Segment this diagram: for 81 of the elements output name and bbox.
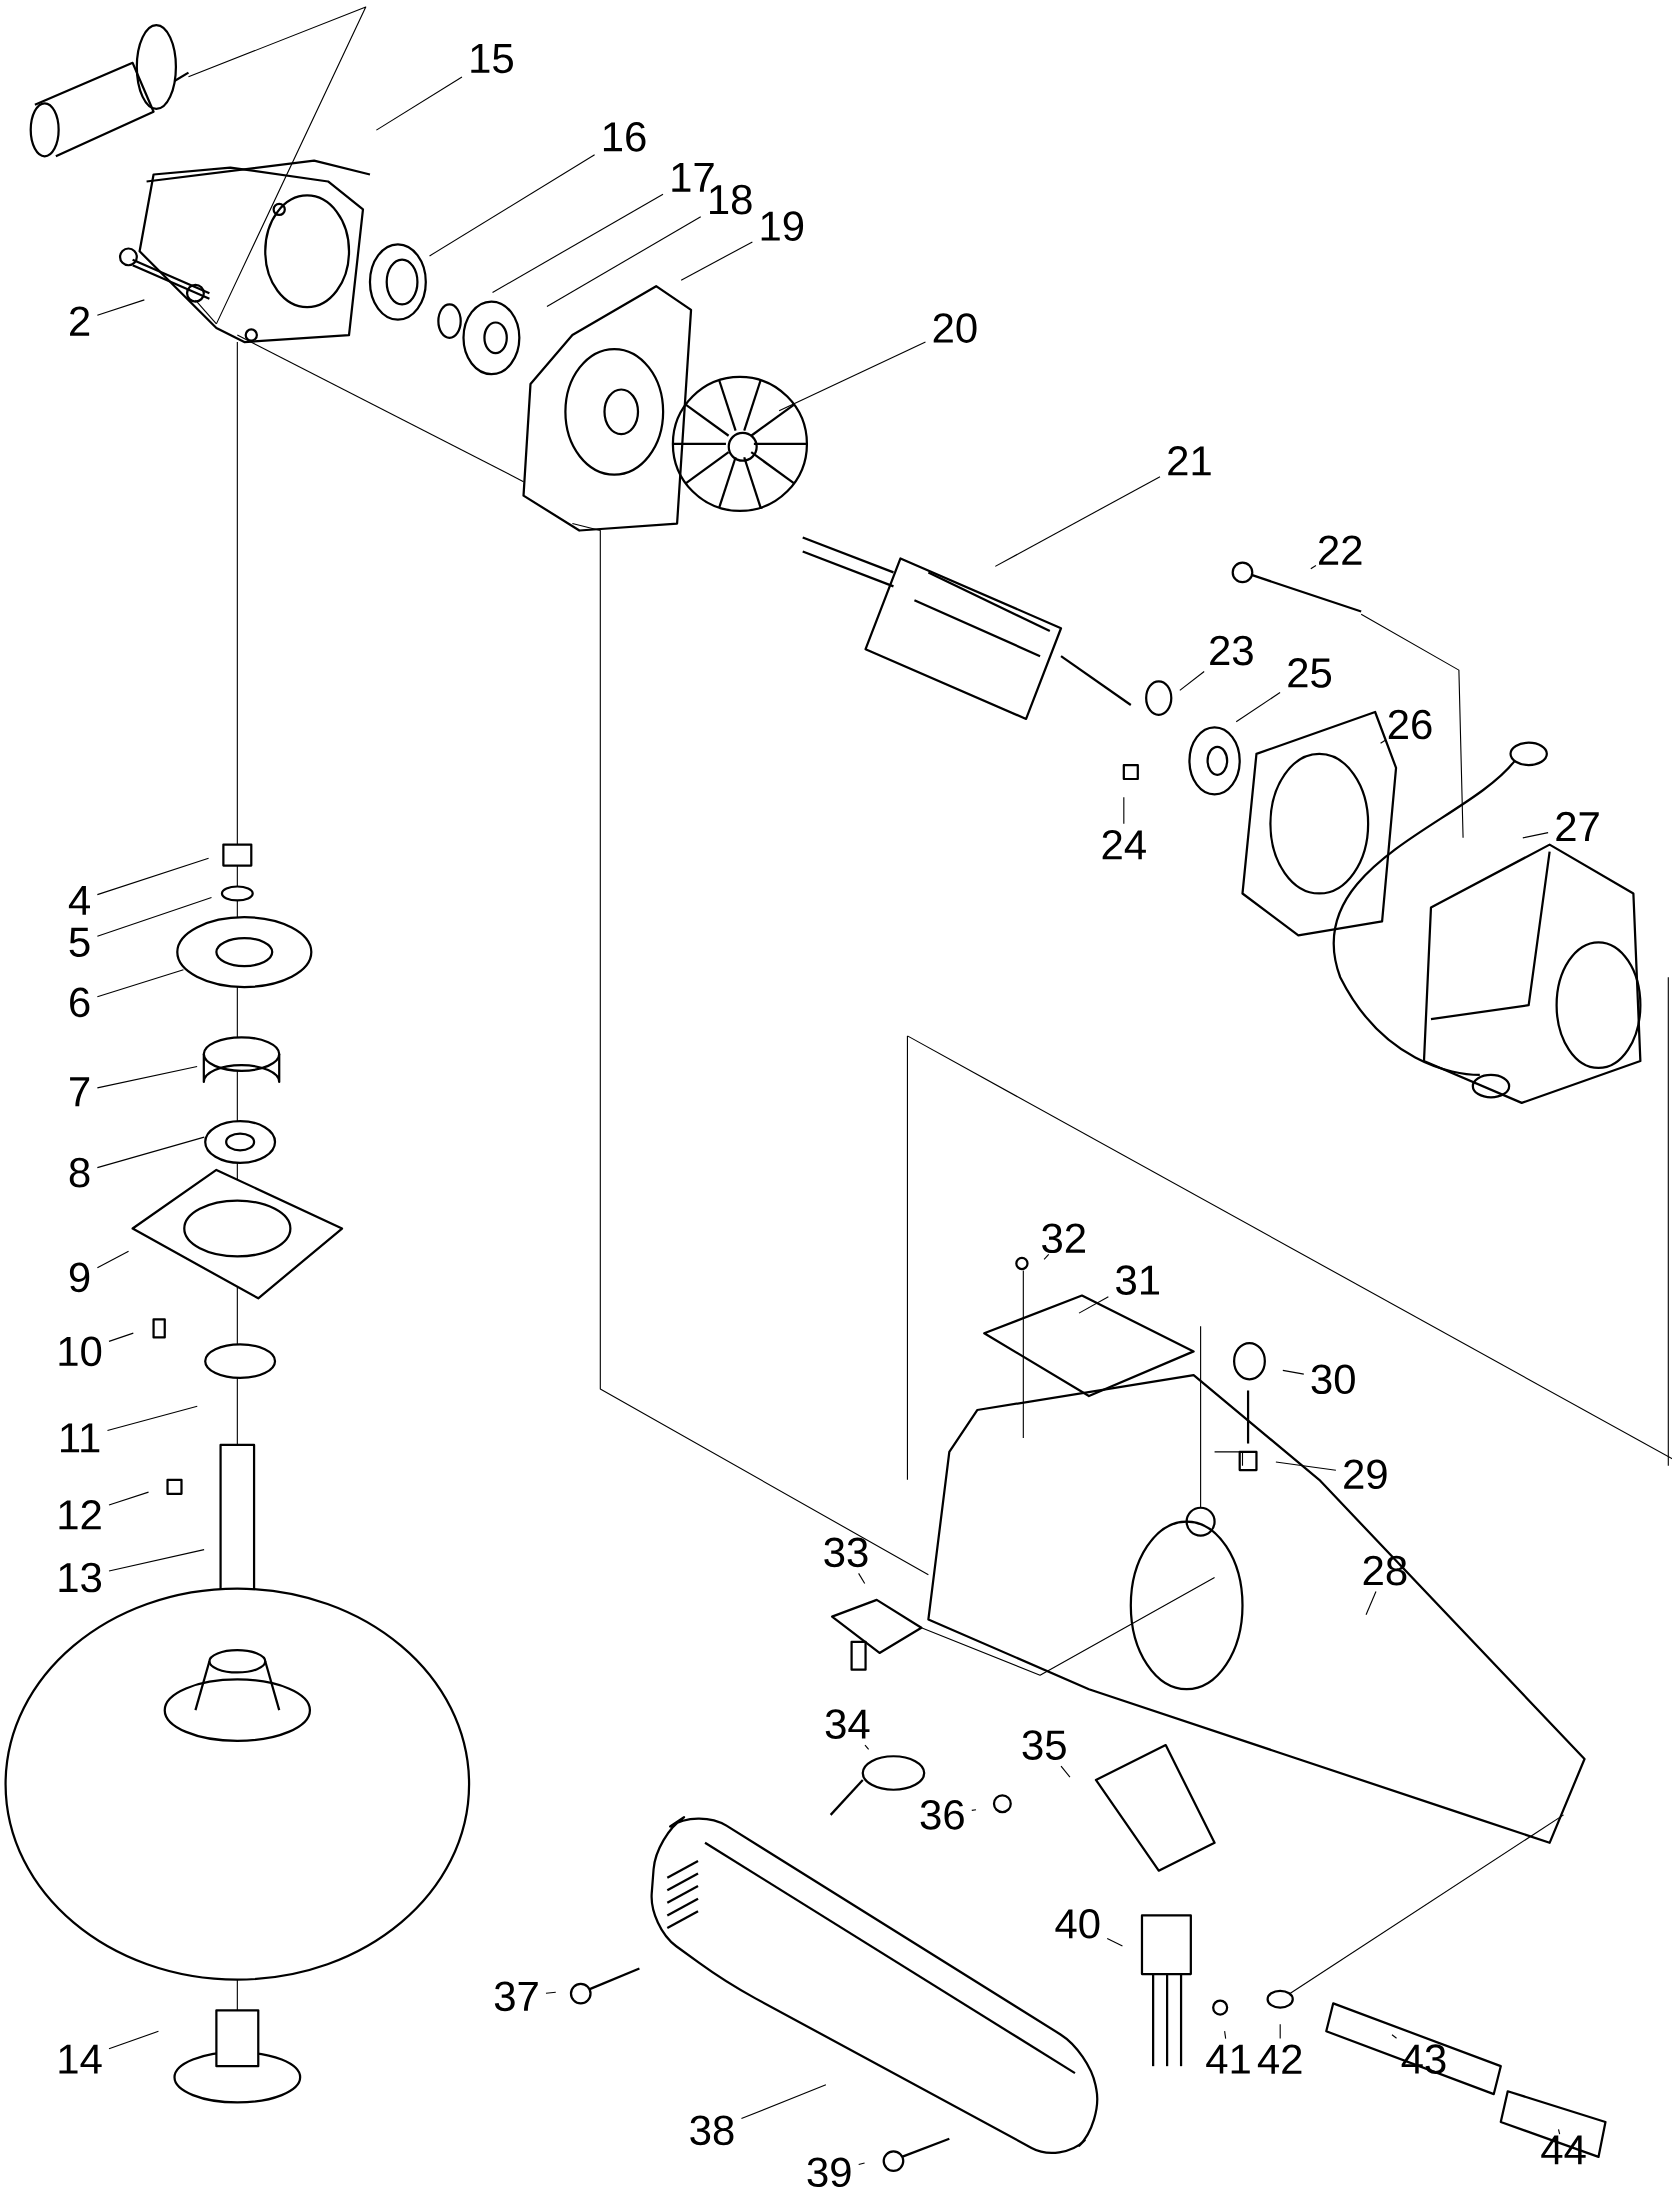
leader-line (96, 896, 212, 937)
leader-line (96, 299, 145, 316)
leader-line (96, 1065, 198, 1089)
leader-line (96, 969, 184, 998)
callout-number: 19 (761, 211, 803, 241)
callout-number: 38 (690, 2115, 734, 2146)
leader-line (1522, 832, 1549, 839)
leader-line (680, 241, 753, 281)
callout-number: 42 (1257, 2044, 1302, 2074)
callout-number: 32 (1041, 1223, 1085, 1254)
callout-number: 39 (807, 2157, 851, 2188)
leader-line (108, 1332, 134, 1342)
callout-number: 37 (494, 1981, 538, 2012)
leader-line (1060, 1765, 1071, 1778)
callout-number: 4 (68, 886, 90, 915)
callout-number: 35 (1022, 1730, 1066, 1760)
leader-line (108, 1549, 205, 1572)
callout-number: 22 (1318, 535, 1362, 565)
callout-number: 25 (1288, 658, 1331, 688)
leader-line (96, 1250, 129, 1269)
leader-line (994, 476, 1161, 567)
callout-number: 23 (1209, 635, 1253, 666)
callout-number: 15 (471, 44, 513, 74)
callout-number: 8 (69, 1157, 90, 1188)
leader-line (740, 2084, 827, 2120)
leader-line (1391, 2034, 1397, 2039)
callout-number: 13 (59, 1562, 101, 1593)
leader-line (428, 154, 595, 257)
leader-line (546, 216, 702, 307)
callout-number: 34 (825, 1709, 870, 1739)
leader-line (96, 857, 209, 896)
leader-line (1106, 1937, 1123, 1947)
leader-line (1223, 2030, 1226, 2040)
callout-number: 14 (59, 2044, 102, 2074)
callout-number: 12 (59, 1500, 101, 1530)
leader-line (491, 193, 664, 294)
callout-number: 40 (1055, 1908, 1100, 1939)
callout-number: 44 (1541, 2135, 1586, 2165)
leader-line (108, 2030, 159, 2050)
leader-line (1379, 739, 1387, 744)
leader-line (1235, 691, 1281, 723)
leader-line (1123, 796, 1125, 825)
leader-line (1279, 2023, 1281, 2039)
callout-number: 30 (1311, 1364, 1355, 1395)
leader-line (857, 1572, 866, 1585)
leader-line (108, 1491, 149, 1506)
callout-number: 27 (1556, 811, 1599, 842)
leader-line (857, 2162, 865, 2166)
callout-number: 26 (1388, 709, 1432, 740)
leader-line (1179, 670, 1205, 691)
leader-line (971, 1809, 977, 1811)
leader-line (1310, 565, 1317, 570)
leader-line (1557, 2128, 1560, 2135)
callout-number: 9 (69, 1262, 89, 1293)
leader-line (778, 341, 926, 412)
callout-number: 7 (69, 1077, 89, 1107)
leader-line (545, 1991, 557, 1994)
leader-line (1078, 1296, 1109, 1314)
leader-line (1365, 1591, 1377, 1616)
leader-line (864, 1744, 869, 1750)
callout-number: 29 (1343, 1459, 1387, 1490)
callout-number: 24 (1102, 830, 1146, 860)
callout-number: 36 (920, 1800, 964, 1830)
leader-line (106, 1405, 198, 1431)
leader-line (1282, 1369, 1305, 1375)
callout-number: 5 (69, 927, 90, 957)
callout-number: 20 (933, 313, 977, 343)
callout-number: 6 (69, 987, 90, 1018)
callout-number: 10 (59, 1336, 101, 1367)
callout-number: 21 (1168, 446, 1211, 476)
callout-number: 2 (69, 306, 89, 336)
leader-line (375, 76, 463, 131)
callout-number: 33 (824, 1537, 868, 1568)
callout-number: 28 (1363, 1555, 1407, 1586)
leader-line (1043, 1253, 1050, 1260)
callout-number: 41 (1206, 2044, 1250, 2074)
callout-number: 11 (60, 1423, 100, 1453)
leader-line (96, 1136, 205, 1169)
callout-number: 16 (603, 122, 646, 152)
callout-number: 31 (1115, 1265, 1159, 1295)
leader-line (1275, 1461, 1337, 1471)
